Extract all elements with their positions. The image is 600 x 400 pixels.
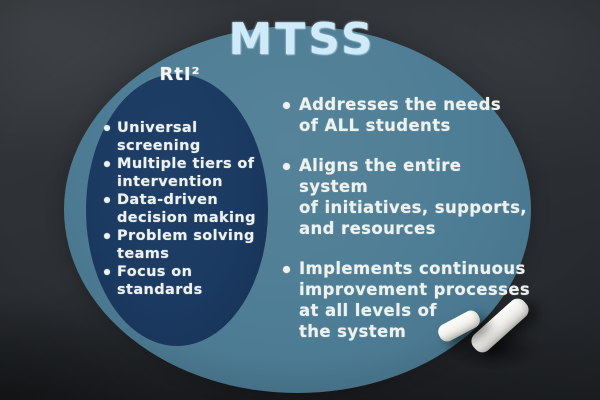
list-item-line: Data-driven — [117, 192, 219, 208]
bullet-dot-icon — [104, 161, 110, 167]
list-item-line: screening — [117, 138, 201, 154]
inner-circle-label: RtI² — [159, 64, 201, 85]
bullet-dot-icon — [283, 266, 290, 273]
list-item-line: Universal — [117, 120, 198, 136]
list-item: Focus on standards — [104, 263, 266, 299]
bullet-dot-icon — [104, 197, 110, 203]
rti-inner-ellipse — [86, 74, 268, 346]
bullet-dot-icon — [104, 233, 110, 239]
list-item-line: standards — [117, 282, 203, 298]
outer-circle-list: Addresses the needs of ALL students Alig… — [283, 94, 533, 361]
list-item-line: Problem solving — [117, 228, 255, 244]
list-item-line: of ALL students — [299, 116, 451, 135]
bullet-dot-icon — [283, 163, 290, 170]
bullet-dot-icon — [283, 102, 290, 109]
list-item: Multiple tiers of intervention — [104, 155, 266, 191]
list-item-line: teams — [117, 246, 170, 262]
list-item-line: the system — [299, 322, 407, 341]
list-item: Universal screening — [104, 119, 266, 155]
list-item-line: Implements continuous — [299, 259, 526, 278]
list-item: Data-driven decision making — [104, 191, 266, 227]
list-item: Implements continuous improvement proces… — [283, 258, 533, 342]
bullet-dot-icon — [104, 269, 110, 275]
list-item-line: Focus on — [117, 264, 193, 280]
list-item: Problem solving teams — [104, 227, 266, 263]
list-item-line: decision making — [117, 210, 256, 226]
diagram-title: MTSS — [228, 14, 376, 65]
list-item-line: Aligns the entire system — [299, 156, 462, 196]
list-item-line: at all levels of — [299, 301, 437, 320]
list-item-line: Multiple tiers of — [117, 156, 255, 172]
bullet-dot-icon — [104, 125, 110, 131]
list-item-line: of initiatives, supports, — [299, 198, 527, 217]
list-item: Aligns the entire system of initiatives,… — [283, 155, 533, 239]
inner-circle-list: Universal screening Multiple tiers of in… — [104, 119, 266, 299]
list-item-line: and resources — [299, 219, 436, 238]
list-item-line: Addresses the needs — [299, 95, 502, 114]
list-item: Addresses the needs of ALL students — [283, 94, 533, 136]
list-item-line: intervention — [117, 174, 223, 190]
list-item-line: improvement processes — [299, 280, 531, 299]
